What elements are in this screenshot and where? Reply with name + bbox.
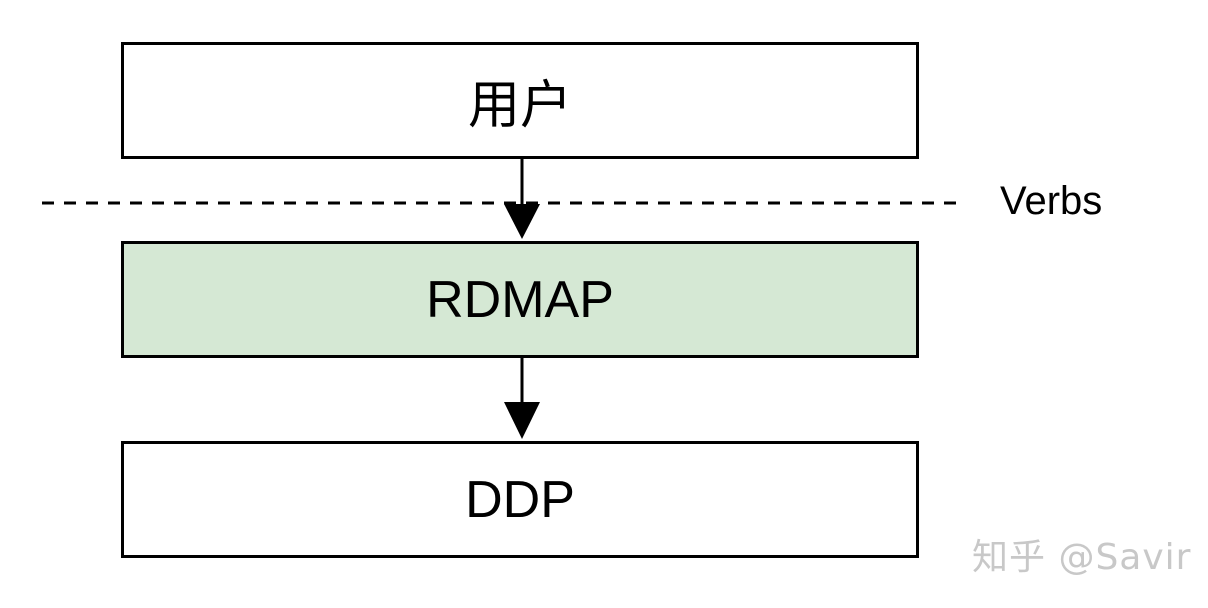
arrow-user-to-rdmap-head [504, 204, 540, 239]
verbs-label: Verbs [1000, 179, 1103, 223]
layer-rdmap-label: RDMAP [426, 270, 614, 329]
layer-user: 用户 [121, 42, 919, 159]
layer-user-label: 用户 [467, 77, 572, 135]
arrow-rdmap-to-ddp-head [504, 402, 540, 439]
layer-ddp-label: DDP [465, 470, 575, 529]
watermark: 知乎 @Savir [972, 537, 1192, 578]
layer-rdmap: RDMAP [121, 241, 919, 358]
layer-ddp: DDP [121, 441, 919, 558]
